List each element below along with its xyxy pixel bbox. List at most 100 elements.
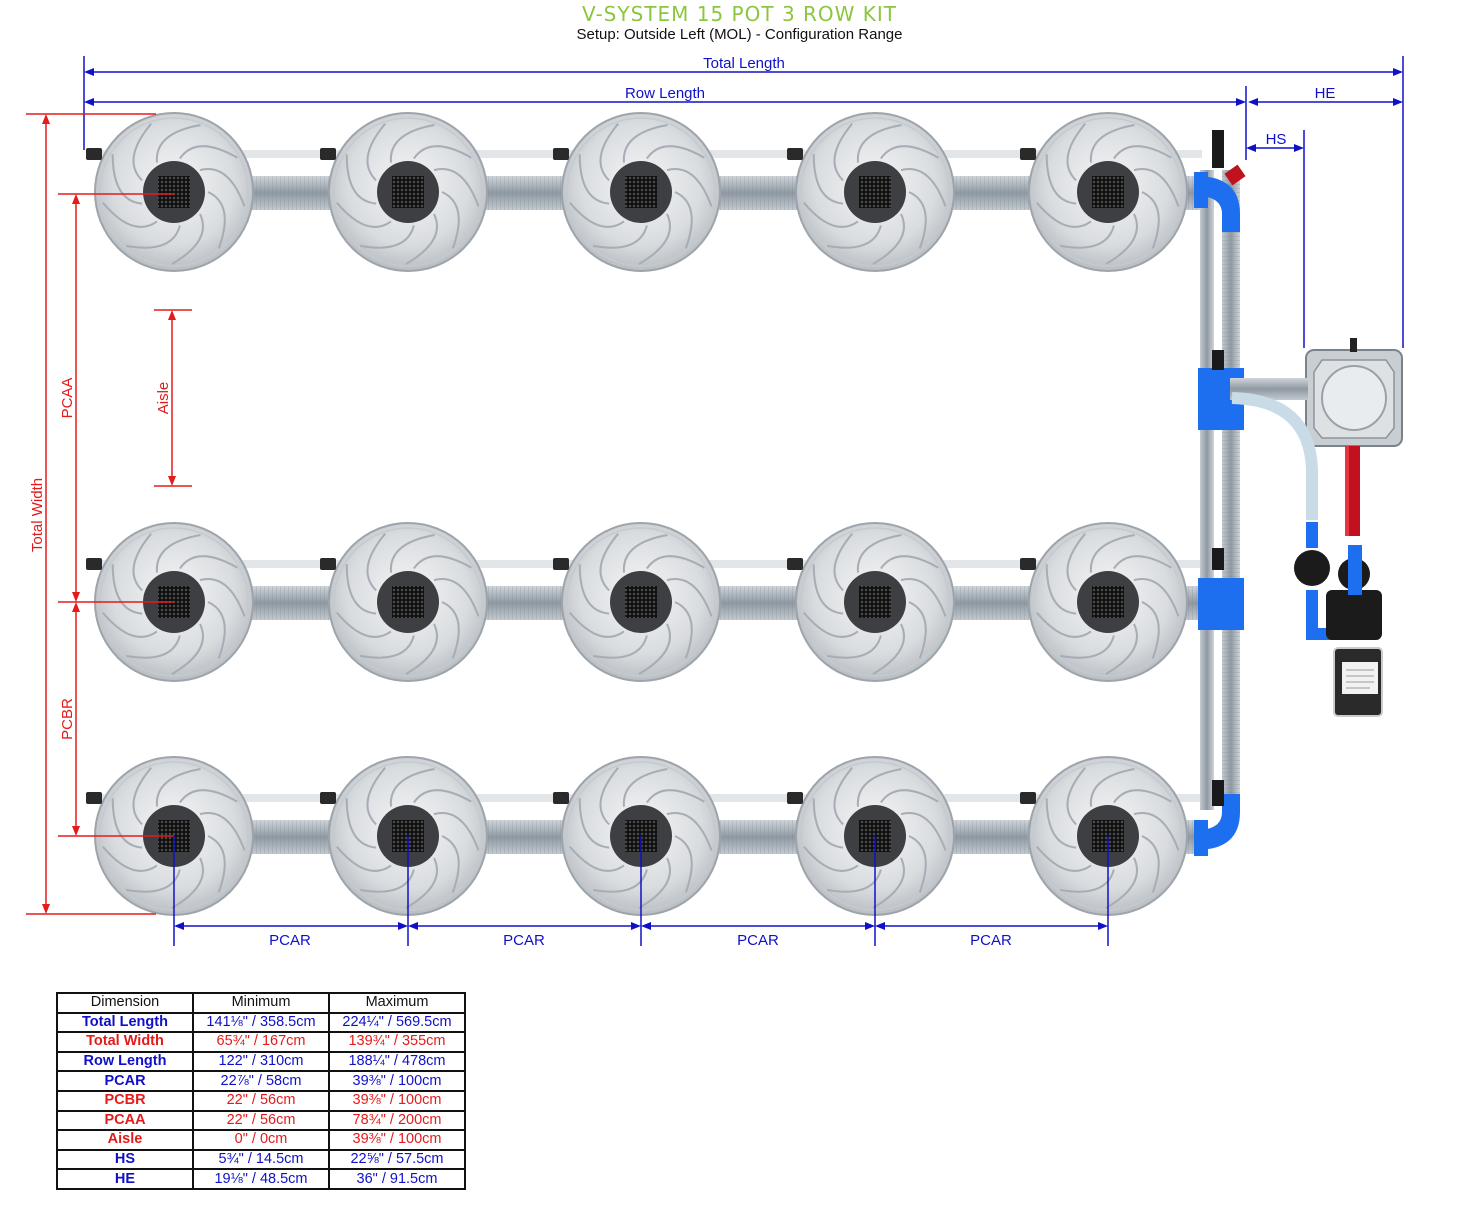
pot-mesh (859, 586, 891, 618)
label-pcar-4: PCAR (970, 932, 1012, 949)
pot-fitting (320, 148, 336, 160)
grow-pot (787, 112, 955, 272)
dimension-lines (26, 56, 1404, 946)
grow-pot (320, 756, 488, 916)
pot-mesh (392, 586, 424, 618)
pot-fitting (86, 558, 102, 570)
minimum-cell: 22" / 56cm (192, 1089, 330, 1112)
minimum-cell: 141⅛" / 358.5cm (192, 1011, 330, 1034)
minimum-cell: 19⅛" / 48.5cm (192, 1168, 330, 1190)
grow-pot (1020, 756, 1188, 916)
dimension-cell: Total Length (56, 1011, 194, 1034)
maximum-cell: 39⅜" / 100cm (328, 1129, 466, 1151)
grow-pot (320, 522, 488, 682)
label-total-length: Total Length (703, 55, 785, 72)
pipe-cap (1212, 130, 1224, 168)
dimension-cell: Aisle (56, 1129, 194, 1151)
maximum-cell: 139¾" / 355cm (328, 1031, 466, 1053)
maximum-cell: 78¾" / 200cm (328, 1109, 466, 1132)
header-maximum: Maximum (328, 992, 466, 1014)
grow-pot (553, 756, 721, 916)
pot-fitting (553, 148, 569, 160)
maximum-cell: 22⅝" / 57.5cm (328, 1148, 466, 1171)
label-pcar-3: PCAR (737, 932, 779, 949)
header-dimension: Dimension (56, 992, 194, 1014)
pot-fitting (86, 148, 102, 160)
maximum-cell: 188¼" / 478cm (328, 1050, 466, 1073)
pot-mesh (1092, 586, 1124, 618)
pot-mesh (625, 586, 657, 618)
pot-fitting (553, 792, 569, 804)
label-pcbr: PCBR (59, 698, 76, 740)
label-pcar-2: PCAR (503, 932, 545, 949)
minimum-cell: 22" / 56cm (192, 1109, 330, 1132)
pot-mesh (158, 176, 190, 208)
pot-fitting (320, 792, 336, 804)
minimum-cell: 122" / 310cm (192, 1050, 330, 1073)
label-pcaa: PCAA (59, 378, 76, 419)
page-title: V-SYSTEM 15 POT 3 ROW KIT (581, 2, 898, 26)
pot-mesh (392, 176, 424, 208)
maximum-cell: 36" / 91.5cm (328, 1168, 466, 1190)
pot-fitting (86, 792, 102, 804)
elbow-fitting (1194, 820, 1208, 856)
maximum-cell: 39⅜" / 100cm (328, 1070, 466, 1092)
pot-fitting (1020, 558, 1036, 570)
grow-pot (320, 112, 488, 272)
minimum-cell: 5¾" / 14.5cm (192, 1148, 330, 1171)
grow-pot (86, 522, 254, 682)
dimension-cell: HE (56, 1168, 194, 1190)
manifold-pipe (1200, 170, 1214, 810)
label-he: HE (1315, 85, 1336, 102)
dimension-cell: Row Length (56, 1050, 194, 1073)
pipe-cap (1212, 780, 1224, 806)
grow-pot (553, 522, 721, 682)
dimension-cell: HS (56, 1148, 194, 1171)
pot-mesh (625, 176, 657, 208)
dimension-cell: Total Width (56, 1031, 194, 1053)
pot-fitting (787, 558, 803, 570)
pot-fitting (1020, 792, 1036, 804)
grow-pot (86, 112, 254, 272)
pot-fitting (320, 558, 336, 570)
page-subtitle: Setup: Outside Left (MOL) - Configuratio… (576, 26, 903, 43)
pipe-cap (1212, 350, 1224, 370)
pots-layer (86, 112, 1188, 916)
pot-fitting (553, 558, 569, 570)
tee-fitting (1198, 578, 1244, 630)
header-minimum: Minimum (192, 992, 330, 1014)
grow-pot (787, 522, 955, 682)
grow-pot (1020, 522, 1188, 682)
pot-fitting (787, 792, 803, 804)
pot-mesh (1092, 176, 1124, 208)
controller-unit (1230, 338, 1403, 717)
dimension-cell: PCAR (56, 1070, 194, 1092)
grow-pot (1020, 112, 1188, 272)
grow-pot (553, 112, 721, 272)
label-total-width: Total Width (29, 478, 46, 552)
label-pcar-1: PCAR (269, 932, 311, 949)
minimum-cell: 0" / 0cm (192, 1129, 330, 1151)
pot-fitting (787, 148, 803, 160)
minimum-cell: 65¾" / 167cm (192, 1031, 330, 1053)
dimension-cell: PCBR (56, 1089, 194, 1112)
maximum-cell: 224¼" / 569.5cm (328, 1011, 466, 1034)
grow-pot (787, 756, 955, 916)
elbow-fitting (1194, 172, 1208, 208)
pot-mesh (859, 176, 891, 208)
dimension-cell: PCAA (56, 1109, 194, 1132)
valve-handle (1224, 164, 1246, 186)
maximum-cell: 39⅜" / 100cm (328, 1089, 466, 1112)
table-header-row: Dimension Minimum Maximum (56, 992, 466, 1014)
label-hs: HS (1266, 131, 1287, 148)
pipe-cap (1212, 548, 1224, 570)
